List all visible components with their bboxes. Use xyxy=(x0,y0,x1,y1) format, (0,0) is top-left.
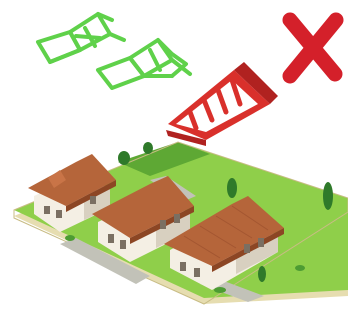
red-cross-icon xyxy=(290,20,336,76)
red-truss-frame-icon xyxy=(166,62,278,146)
green-truss-frame-icon xyxy=(98,40,190,88)
green-truss-frame-icon xyxy=(38,14,124,62)
